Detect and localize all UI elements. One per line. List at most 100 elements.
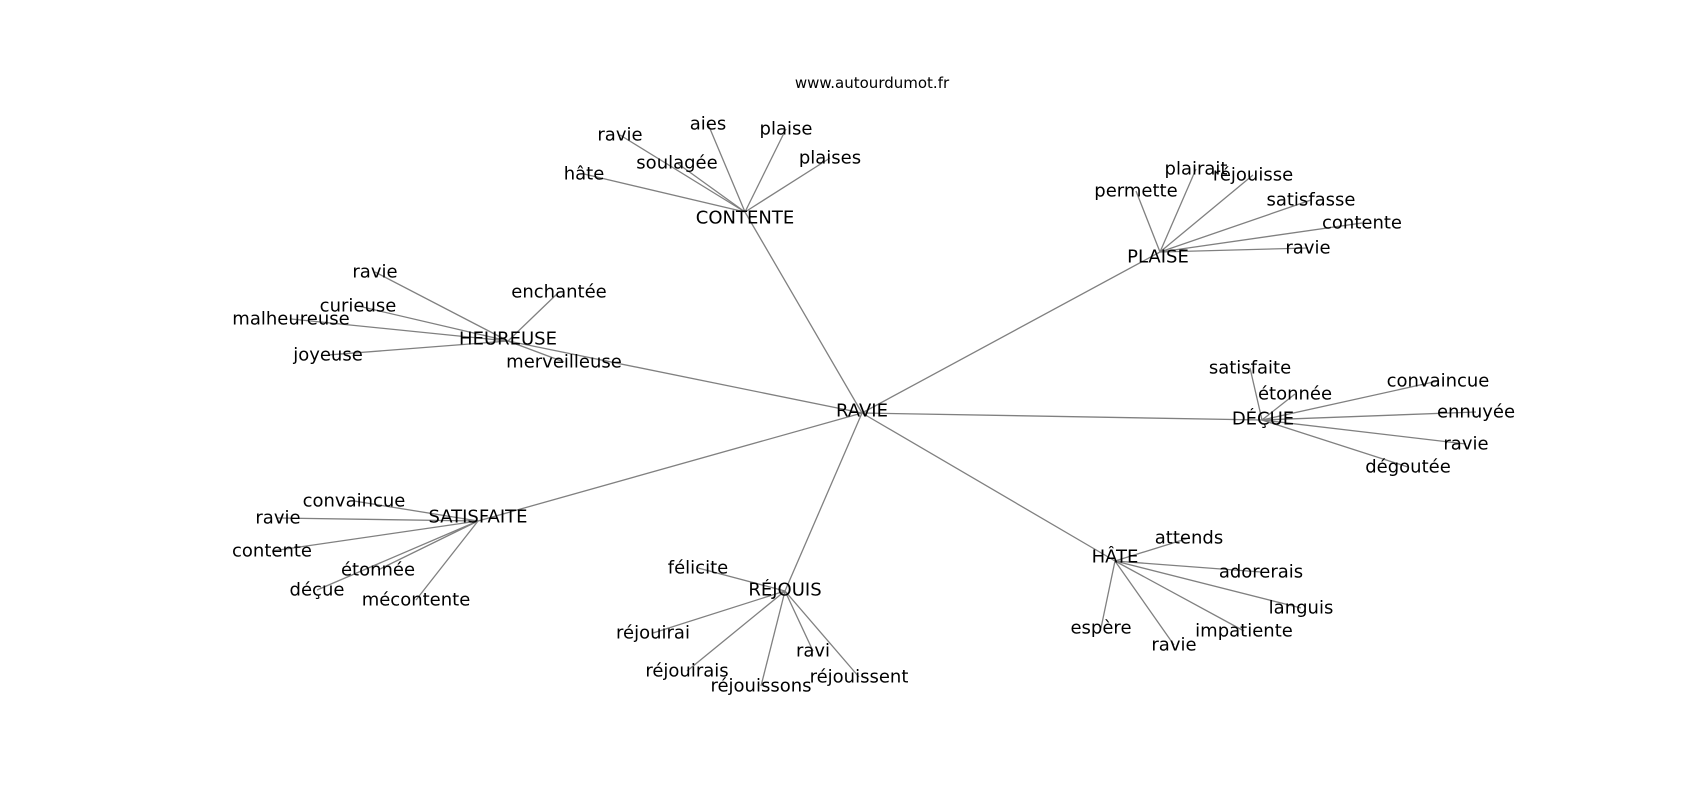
graph-labels: www.autourdumot.fr RAVIE CONTENTE hâte ravi… [232,74,1515,697]
leaf-node-hate-attends: attends [1155,528,1223,549]
leaf-node-decue-convaincue: convaincue [1387,371,1490,392]
leaf-node-hate-espere: espère [1070,618,1131,639]
leaf-node-decue-ravie: ravie [1443,434,1488,455]
leaf-node-heureuse-curieuse: curieuse [320,296,397,317]
leaf-node-decue-degoutee: dégoutée [1365,457,1451,478]
group-node-satisfaite: SATISFAITE [428,507,527,528]
leaf-node-rejouis-rejouirai: réjouirai [616,623,690,644]
edge-root-hate [861,412,1116,562]
edge-root-rejouis [784,412,863,592]
leaf-node-rejouis-ravi: ravi [796,641,830,662]
edge-plaise-plairait [1159,168,1197,253]
edge-contente-ravie [619,134,746,213]
leaf-node-decue-satisfaite: satisfaite [1209,358,1291,379]
edge-heureuse-joyeuse [327,340,509,356]
leaf-node-contente-soulagee: soulagée [636,153,717,174]
edge-root-decue [861,412,1263,421]
edge-hate-attends [1114,537,1190,562]
leaf-node-rejouis-rejouissent: réjouissent [810,667,909,688]
leaf-node-hate-impatiente: impatiente [1195,621,1293,642]
edge-contente-hate [583,173,746,213]
edge-root-plaise [861,251,1161,414]
group-node-hate: HÂTE [1092,546,1139,568]
edge-hate-espere [1100,560,1116,629]
edge-contente-plaise [744,128,787,213]
group-node-decue: DÉÇUE [1232,408,1294,430]
group-node-plaise: PLAISE [1127,247,1189,268]
edge-rejouis-rejouirai [652,590,786,634]
leaf-node-contente-plaise: plaise [760,119,813,140]
edge-heureuse-enchantee [507,291,560,342]
leaf-node-satisfaite-etonnee: étonnée [341,560,415,581]
leaf-node-decue-etonnee: étonnée [1258,384,1332,405]
leaf-node-plaise-rejouisse: réjouisse [1213,165,1293,186]
edge-decue-degoutee [1261,419,1409,468]
leaf-node-contente-ravie: ravie [597,125,642,146]
leaf-node-satisfaite-contente: contente [232,541,312,562]
graph-edges [271,123,1477,687]
leaf-node-decue-ennuyee: ennuyée [1437,402,1515,423]
edge-satisfaite-ravie [277,517,479,522]
edge-satisfaite-contente [271,520,479,552]
edge-hate-ravie [1114,560,1175,646]
edge-contente-plaises [744,157,831,213]
edge-plaise-contente [1159,222,1363,253]
edge-hate-adorerais [1114,560,1262,573]
leaf-node-rejouis-rejouirais: réjouirais [645,661,728,682]
leaf-node-hate-ravie: ravie [1151,635,1196,656]
group-node-rejouis: RÉJOUIS [748,579,821,601]
edge-rejouis-rejouirais [686,590,786,672]
leaf-node-heureuse-merveilleuse: merveilleuse [506,352,622,373]
group-node-contente: CONTENTE [696,208,794,229]
leaf-node-heureuse-joyeuse: joyeuse [292,345,363,366]
edge-rejouis-felicite [697,567,786,592]
leaf-node-satisfaite-convaincue: convaincue [303,491,406,512]
leaf-node-satisfaite-mecontente: mécontente [362,590,471,611]
edge-plaise-ravie [1159,247,1309,253]
leaf-node-rejouis-rejouissons: réjouissons [710,676,811,697]
edge-decue-ennuyee [1261,411,1477,421]
edge-decue-etonnee [1261,393,1296,421]
edge-satisfaite-decue [316,520,479,591]
edge-decue-satisfaite [1249,367,1263,421]
edge-root-heureuse [507,340,863,414]
edge-rejouis-rejouissent [784,590,860,678]
leaf-node-contente-hate: hâte [564,164,605,185]
edge-satisfaite-mecontente [415,520,479,601]
edge-rejouis-ravi [784,590,814,652]
leaf-node-heureuse-ravie: ravie [352,262,397,283]
leaf-node-satisfaite-decue: déçue [290,580,345,601]
leaf-node-rejouis-felicite: félicite [668,558,728,579]
edge-root-contente [744,211,863,414]
edge-root-satisfaite [477,412,863,522]
leaf-node-plaise-contente: contente [1322,213,1402,234]
edge-plaise-rejouisse [1159,174,1254,253]
leaf-node-contente-aies: aies [690,114,726,135]
edge-heureuse-merveilleuse [507,340,565,363]
leaf-node-contente-plaises: plaises [799,148,861,169]
edge-hate-impatiente [1114,560,1245,632]
leaf-node-plaise-plairait: plairait [1165,159,1228,180]
leaf-node-plaise-satisfasse: satisfasse [1266,190,1355,211]
leaf-node-satisfaite-ravie: ravie [255,508,300,529]
edge-decue-convaincue [1261,380,1439,421]
leaf-node-hate-adorerais: adorerais [1219,562,1303,583]
edge-heureuse-ravie [374,271,509,342]
edge-heureuse-curieuse [357,305,509,342]
leaf-node-heureuse-enchantee: enchantée [511,282,606,303]
group-node-heureuse: HEUREUSE [459,329,557,350]
leaf-node-plaise-permette: permette [1094,181,1177,202]
edge-plaise-satisfasse [1159,199,1312,253]
edge-rejouis-rejouissons [760,590,786,687]
leaf-node-hate-languis: languis [1269,598,1334,619]
edge-plaise-permette [1135,190,1161,253]
root-node-label: RAVIE [836,401,888,422]
edge-satisfaite-convaincue [353,500,479,522]
source-watermark: www.autourdumot.fr [795,74,950,92]
leaf-node-plaise-ravie: ravie [1285,238,1330,259]
edge-hate-languis [1114,560,1302,609]
edge-heureuse-malheureuse [290,318,509,342]
edge-contente-soulagee [676,162,746,213]
leaf-node-heureuse-malheureuse: malheureuse [232,309,349,330]
